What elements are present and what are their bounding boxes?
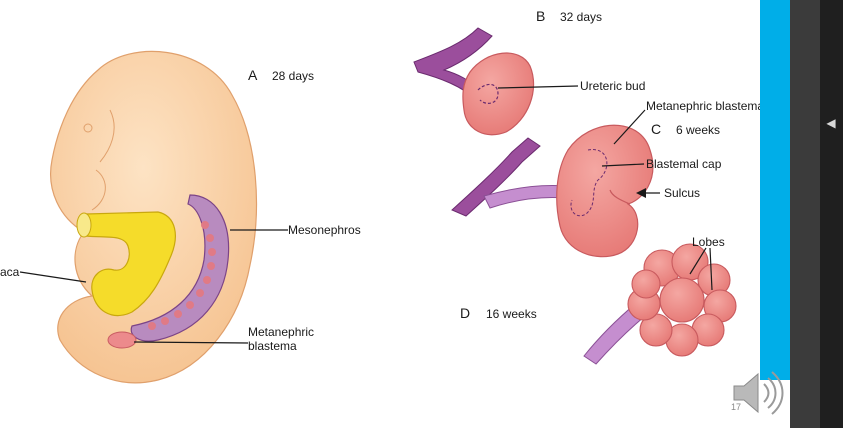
panel-a-letter: A <box>248 67 258 83</box>
panel-c-age: 6 weeks <box>676 123 720 137</box>
side-scroll-bar <box>820 0 843 428</box>
lobes-label: Lobes <box>692 235 725 249</box>
ureter-b <box>413 27 493 101</box>
metanephric-blastema-label-a: Metanephric blastema <box>248 325 317 353</box>
panel-a-age: 28 days <box>272 69 314 83</box>
gut-tube-end <box>76 212 92 238</box>
panel-c-letter: C <box>651 121 661 137</box>
blastemal-cap-c <box>570 149 608 217</box>
slide-number: 17 <box>730 402 741 412</box>
metanephric-blastema-a <box>107 331 137 349</box>
metanephric-blastema-label-c: Metanephric blastema <box>646 99 764 113</box>
ureter-c <box>451 137 541 217</box>
panel-b-letter: B <box>536 8 545 24</box>
nephric-ridge <box>130 194 230 342</box>
panel-d-age: 16 weeks <box>486 307 537 321</box>
kidney-16-weeks <box>583 243 737 365</box>
speaker-icon[interactable] <box>728 368 786 418</box>
mesonephros-label: Mesonephros <box>288 223 361 237</box>
ureteric-bud-label: Ureteric bud <box>580 79 645 93</box>
panel-d-letter: D <box>460 305 470 321</box>
cloaca-label: aca <box>0 265 20 279</box>
blastemal-cap-label: Blastemal cap <box>646 157 722 171</box>
ureter-c-lower <box>483 185 567 209</box>
renal-lobes <box>627 243 737 357</box>
metanephric-label-line1: Metanephric <box>248 325 314 339</box>
chevron-left-icon[interactable]: ◀ <box>826 116 836 130</box>
panel-b-age: 32 days <box>560 10 602 24</box>
metanephric-label-line2: blastema <box>248 339 297 353</box>
mesonephric-tubules <box>148 221 216 330</box>
sulcus-label: Sulcus <box>664 186 700 200</box>
ureteric-bud-b <box>477 83 499 104</box>
accent-strip <box>760 0 790 380</box>
metanephric-blastema-c <box>556 124 654 258</box>
cloaca <box>85 211 176 317</box>
kidney-6-weeks <box>451 109 660 258</box>
embryo-28-days <box>19 50 288 384</box>
kidney-32-days <box>413 27 579 136</box>
